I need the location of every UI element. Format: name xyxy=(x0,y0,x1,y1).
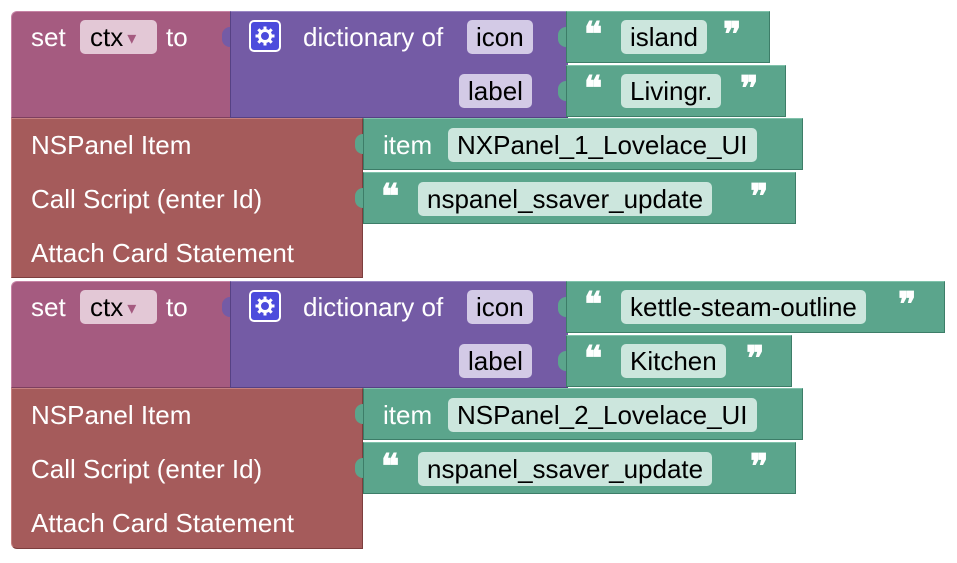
open-quote-icon: ❝ xyxy=(584,69,603,109)
text-value[interactable]: Kitchen xyxy=(621,344,726,378)
attach-card-label: Attach Card Statement xyxy=(31,508,295,538)
item-value[interactable]: NXPanel_1_Lovelace_UI xyxy=(448,128,757,162)
variable-name: ctx xyxy=(90,292,124,322)
close-quote-icon: ❞ xyxy=(740,69,759,109)
input-connector-icon xyxy=(558,351,566,371)
script-value[interactable]: nspanel_ssaver_update xyxy=(418,452,713,486)
dict-key-label[interactable]: label xyxy=(459,74,532,108)
input-connector-icon xyxy=(558,81,566,101)
item-value[interactable]: NSPanel_2_Lovelace_UI xyxy=(448,398,757,432)
input-connector-icon xyxy=(558,297,566,317)
gear-icon[interactable] xyxy=(249,290,281,322)
open-quote-icon: ❝ xyxy=(381,177,400,217)
close-quote-icon: ❞ xyxy=(750,177,769,217)
attach-card-label: Attach Card Statement xyxy=(31,238,295,268)
call-script-label: Call Script (enter Id) xyxy=(31,454,263,484)
nspanel-item-block[interactable] xyxy=(11,118,363,278)
dropdown-arrow-icon: ▾ xyxy=(127,28,137,48)
variable-dropdown[interactable]: ctx▾ xyxy=(80,290,157,324)
text-value[interactable]: island xyxy=(621,20,707,54)
to-label: to xyxy=(166,22,188,52)
script-value[interactable]: nspanel_ssaver_update xyxy=(418,182,713,216)
text-value[interactable]: Livingr. xyxy=(621,74,722,108)
input-connector-icon xyxy=(222,297,230,317)
dropdown-arrow-icon: ▾ xyxy=(127,298,137,318)
dictionary-label: dictionary of xyxy=(303,292,444,322)
close-quote-icon: ❞ xyxy=(746,339,765,379)
call-script-label: Call Script (enter Id) xyxy=(31,184,263,214)
variable-dropdown[interactable]: ctx▾ xyxy=(80,20,157,54)
input-connector-icon xyxy=(558,27,566,47)
input-connector-icon xyxy=(355,404,363,424)
dictionary-label: dictionary of xyxy=(303,22,444,52)
dict-key-icon[interactable]: icon xyxy=(467,20,533,54)
set-label: set xyxy=(31,22,66,52)
dict-key-label[interactable]: label xyxy=(459,344,532,378)
input-connector-icon xyxy=(355,458,363,478)
nspanel-item-label: NSPanel Item xyxy=(31,400,192,430)
item-prefix-label: item xyxy=(383,400,433,430)
input-connector-icon xyxy=(355,188,363,208)
item-prefix-label: item xyxy=(383,130,433,160)
open-quote-icon: ❝ xyxy=(584,15,603,55)
open-quote-icon: ❝ xyxy=(584,339,603,379)
dict-key-icon[interactable]: icon xyxy=(467,290,533,324)
close-quote-icon: ❞ xyxy=(723,15,742,55)
set-label: set xyxy=(31,292,66,322)
input-connector-icon xyxy=(222,27,230,47)
close-quote-icon: ❞ xyxy=(750,447,769,487)
text-value[interactable]: kettle-steam-outline xyxy=(621,290,866,324)
open-quote-icon: ❝ xyxy=(584,285,603,325)
close-quote-icon: ❞ xyxy=(898,285,917,325)
input-connector-icon xyxy=(355,134,363,154)
variable-name: ctx xyxy=(90,22,124,52)
gear-icon[interactable] xyxy=(249,20,281,52)
nspanel-item-block[interactable] xyxy=(11,388,363,549)
to-label: to xyxy=(166,292,188,322)
nspanel-item-label: NSPanel Item xyxy=(31,130,192,160)
open-quote-icon: ❝ xyxy=(381,447,400,487)
